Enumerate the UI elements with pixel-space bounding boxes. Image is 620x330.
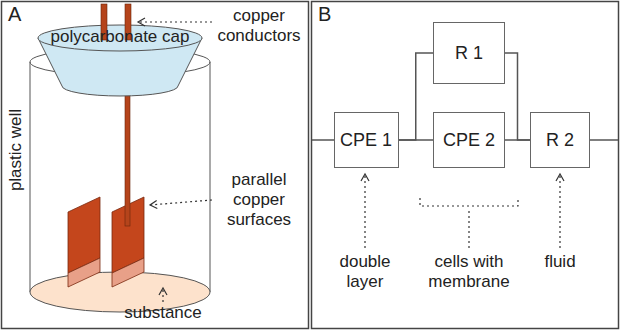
- cpe-box: CPE 1: [334, 112, 399, 168]
- well-wall: [30, 62, 31, 292]
- panel-letter: A: [8, 4, 32, 24]
- wire: [590, 139, 618, 141]
- well-wall: [210, 62, 211, 292]
- callout-arrow: [559, 174, 560, 248]
- box-text: CPE 1: [340, 130, 392, 151]
- resistor-box: R 1: [433, 22, 505, 84]
- wire: [399, 139, 434, 141]
- wire: [312, 139, 335, 141]
- callout-arrow: [150, 200, 212, 205]
- panel-letter: B: [318, 4, 342, 24]
- copper-plate: [68, 258, 100, 287]
- wire: [399, 53, 434, 140]
- callout-arrow: [364, 174, 365, 248]
- part-label: plastic well: [6, 90, 26, 210]
- wire: [505, 139, 530, 141]
- box-text: CPE 2: [443, 130, 495, 151]
- box-text: R 2: [546, 130, 574, 151]
- panel-border: [2, 2, 309, 329]
- copper-rod: [125, 86, 130, 226]
- cap-top: [38, 25, 202, 51]
- callout-text: cells with membrane: [409, 252, 529, 292]
- cpe-box: CPE 2: [433, 112, 505, 168]
- callout-arrow: [138, 21, 212, 22]
- copper-plate: [112, 258, 144, 287]
- callout-text: double layer: [325, 252, 405, 292]
- box-text: R 1: [455, 43, 483, 64]
- callout-text: substance: [118, 303, 208, 323]
- part-label: polycarbonate cap: [50, 27, 190, 47]
- callout-arrow: [162, 288, 163, 302]
- resistor-box: R 2: [530, 112, 590, 168]
- callout-text: fluid: [525, 252, 595, 272]
- callout-text: parallel copper surfaces: [212, 170, 306, 230]
- bracket: [420, 198, 518, 206]
- callout-text: copper conductors: [212, 6, 306, 46]
- wire: [505, 53, 530, 140]
- callout-line: [468, 210, 469, 248]
- panel-border: [312, 2, 619, 329]
